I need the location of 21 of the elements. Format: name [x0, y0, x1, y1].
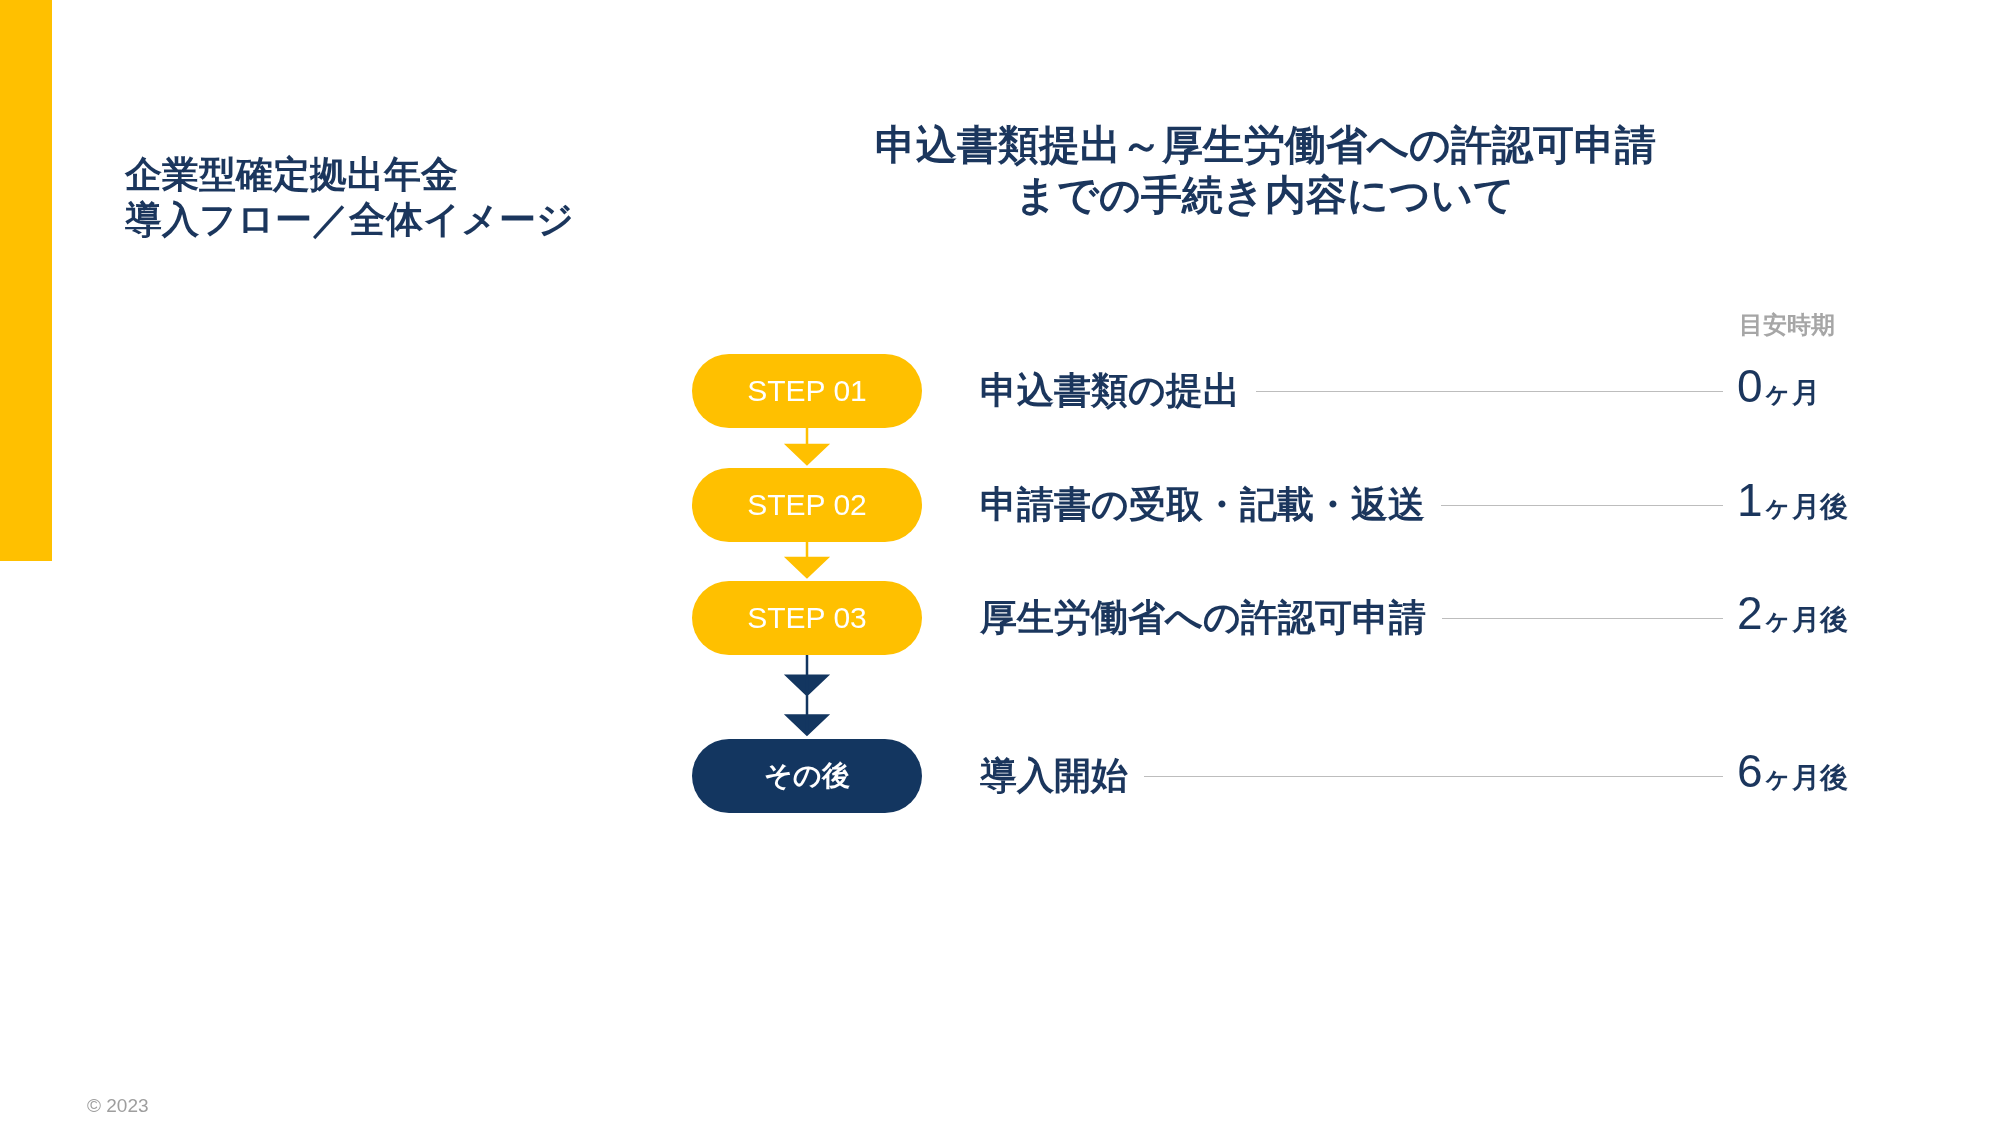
step-pill: STEP 03 — [692, 581, 922, 655]
copyright-text: © 2023 — [87, 1094, 149, 1118]
arrow — [783, 426, 829, 466]
step-description: 導入開始 — [980, 753, 1128, 798]
connector-line — [1255, 391, 1724, 392]
step-pill: その後 — [692, 738, 922, 813]
arrow — [783, 653, 829, 736]
connector-line — [1143, 776, 1724, 777]
connector-line — [1440, 505, 1724, 506]
step-description: 申込書類の提出 — [980, 369, 1240, 413]
connector-line — [1441, 618, 1724, 619]
duration-text: 1ヶ月後 — [1737, 474, 1848, 536]
duration-text: 2ヶ月後 — [1737, 587, 1848, 649]
step-description: 厚生労働省への許認可申請 — [980, 596, 1426, 640]
section-heading: 企業型確定拠出年金導入フロー／全体イメージ — [125, 153, 574, 242]
duration-text: 6ヶ月後 — [1737, 745, 1848, 806]
column-heading: 目安時期 — [1739, 310, 1835, 340]
step-description: 申請書の受取・記載・返送 — [980, 483, 1425, 527]
title: 申込書類提出～厚生労働省への許認可申請までの手続き内容について — [873, 121, 1657, 220]
duration-text: 0ヶ月 — [1737, 360, 1820, 422]
arrow — [783, 540, 829, 579]
